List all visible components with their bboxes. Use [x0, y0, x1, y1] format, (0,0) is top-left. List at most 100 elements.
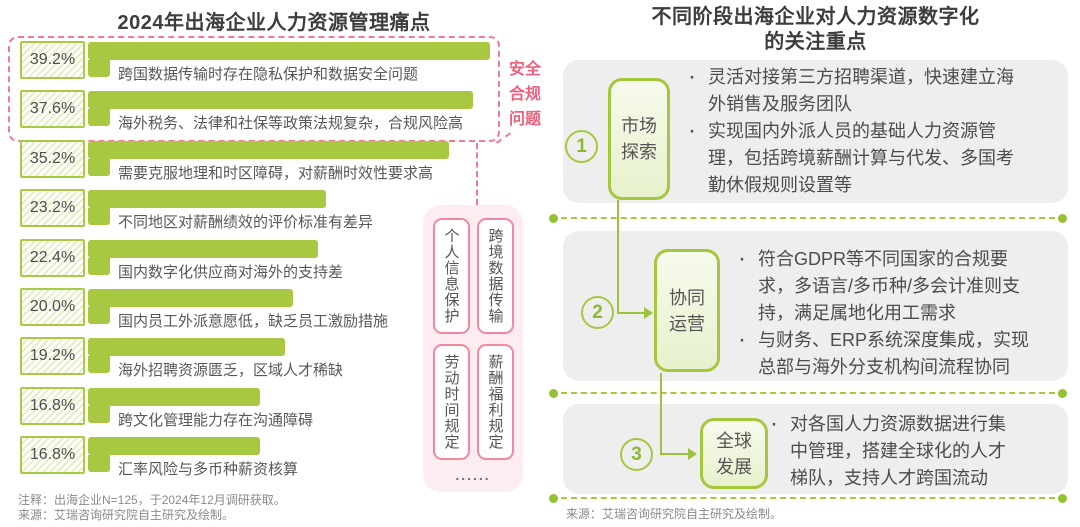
category-label: 国内员工外派意愿低，缺乏员工激励措施: [118, 312, 389, 330]
stage-1-bullets: 灵活对接第三方招聘渠道，快速建立海外销售及服务团队 实现国内外派人员的基础人力资…: [686, 63, 1020, 199]
bar-track: 海外招聘资源匮乏，区域人才稀缺: [88, 337, 343, 380]
compliance-highlight-label: 安全 合规 问题: [504, 57, 546, 132]
bullet-item: 灵活对接第三方招聘渠道，快速建立海外销售及服务团队: [686, 63, 1020, 118]
stage-1-number-badge: 1: [565, 130, 598, 163]
compliance-topic: 薪酬福利规定: [476, 344, 514, 460]
category-label: 需要克服地理和时区障碍，对薪酬时效性要求高: [118, 164, 434, 182]
compliance-topic: 个人信息保护: [432, 218, 470, 334]
bullet-item: 对各国人力资源数据进行集中管理，搭建全球化的人才梯队，支持人才跨国流动: [768, 410, 1015, 492]
category-label: 海外招聘资源匮乏，区域人才稀缺: [118, 362, 344, 380]
stage-name-line: 发展: [716, 456, 752, 477]
separator-dot-icon: [1058, 388, 1067, 398]
bar-tab: [88, 405, 110, 423]
bar-track: 跨文化管理能力存在沟通障碍: [88, 387, 313, 430]
compliance-topics-panel: 个人信息保护 跨境数据传输 劳动时间规定 薪酬福利规定 ......: [423, 205, 523, 492]
bar: [88, 190, 326, 209]
bar-track: 国内数字化供应商对海外的支持差: [88, 239, 343, 282]
note-line: 注释：出海企业N=125，于2024年12月调研获取。: [18, 493, 286, 507]
separator-dot-icon: [549, 213, 558, 223]
bar: [88, 387, 260, 406]
bar: [88, 140, 449, 159]
compliance-ellipsis: ......: [455, 467, 491, 483]
bar-row: 23.2% 不同地区对薪酬绩效的评价标准有差异: [20, 189, 490, 238]
stage-name-line: 协同: [669, 287, 705, 308]
category-label: 跨文化管理能力存在沟通障碍: [118, 411, 314, 429]
bar-row: 22.4% 国内数字化供应商对海外的支持差: [20, 238, 490, 288]
left-footnotes: 注释：出海企业N=125，于2024年12月调研获取。 来源：艾瑞咨询研究院自主…: [18, 493, 286, 523]
value-label: 35.2%: [20, 139, 85, 178]
bar-tab: [88, 356, 110, 374]
bar-tab: [88, 306, 110, 324]
stage-3-name-box: 全球 发展: [700, 418, 768, 489]
bar-row: 20.0% 国内员工外派意愿低，缺乏员工激励措施: [20, 287, 490, 337]
category-label: 跨国数据传输时存在隐私保护和数据安全问题: [118, 66, 419, 83]
separator-dot-icon: [549, 388, 558, 398]
category-label: 汇率风险与多币种薪资核算: [118, 461, 299, 479]
bar-track: 汇率风险与多币种薪资核算: [88, 436, 298, 479]
right-diagram-title: 不同阶段出海企业对人力资源数字化 的关注重点: [563, 5, 1068, 55]
stage-3-bullets: 对各国人力资源数据进行集中管理，搭建全球化的人才梯队，支持人才跨国流动: [768, 410, 1015, 492]
bar: [88, 239, 318, 258]
category-label: 国内数字化供应商对海外的支持差: [118, 263, 344, 281]
bar-track: 不同地区对薪酬绩效的评价标准有差异: [88, 189, 373, 232]
bar-tab: [88, 109, 110, 127]
stage-2-number-badge: 2: [581, 296, 614, 329]
bar-tab: [88, 60, 110, 77]
bullet-item: 符合GDPR等不同国家的合规要求，多语言/多币种/多会计准则支持，满足属地化用工…: [736, 245, 1038, 327]
bar-tab: [88, 455, 110, 473]
stage-separator-dashed: [549, 493, 1067, 503]
stage-name-line: 全球: [716, 430, 752, 451]
bar-row: 19.2% 海外招聘资源匮乏，区域人才稀缺: [20, 337, 490, 386]
bar-track: 海外税务、法律和社保等政策法规复杂，合规风险高: [88, 90, 473, 133]
bar-tab: [88, 208, 110, 226]
bar-row: 39.2% 跨国数据传输时存在隐私保护和数据安全问题: [20, 41, 490, 90]
value-label: 19.2%: [20, 337, 85, 376]
compliance-label-line: 合规: [508, 86, 541, 103]
value-label: 39.2%: [20, 41, 85, 79]
stage-separator-dashed: [549, 388, 1067, 398]
bar-track: 国内员工外派意愿低，缺乏员工激励措施: [88, 288, 388, 331]
bar-tab: [88, 257, 110, 275]
value-label: 22.4%: [20, 238, 85, 277]
category-label: 不同地区对薪酬绩效的评价标准有差异: [118, 214, 374, 232]
stage-2-bullets: 符合GDPR等不同国家的合规要求，多语言/多币种/多会计准则支持，满足属地化用工…: [736, 245, 1038, 381]
category-label: 海外税务、法律和社保等政策法规复杂，合规风险高: [118, 115, 464, 133]
bar-row: 35.2% 需要克服地理和时区障碍，对薪酬时效性要求高: [20, 139, 490, 189]
bar: [88, 42, 490, 60]
separator-dot-icon: [1058, 213, 1067, 223]
compliance-label-line: 安全: [508, 61, 541, 78]
compliance-dashed-connector-vertical: [476, 143, 478, 205]
bar-track: 跨国数据传输时存在隐私保护和数据安全问题: [88, 41, 490, 84]
compliance-topic: 劳动时间规定: [432, 344, 470, 460]
source-line: 来源：艾瑞咨询研究院自主研究及绘制。: [18, 508, 235, 522]
bar-row: 16.8% 汇率风险与多币种薪资核算: [20, 436, 490, 485]
stage-3-number-badge: 3: [620, 438, 653, 471]
stage-name-line: 市场: [621, 116, 657, 136]
stage-name-line: 探索: [621, 142, 657, 162]
bar-tab: [88, 158, 110, 176]
bar: [88, 288, 293, 307]
bar: [88, 338, 285, 357]
bullet-item: 实现国内外派人员的基础人力资源管理，包括跨境薪酬计算与代发、多国考勤休假规则设置…: [686, 117, 1020, 199]
compliance-label-line: 问题: [508, 111, 541, 128]
stage-2-name-box: 协同 运营: [654, 249, 720, 372]
value-label: 23.2%: [20, 189, 85, 228]
stage-name-line: 运营: [669, 313, 705, 334]
value-label: 16.8%: [20, 436, 85, 475]
left-chart-title: 2024年出海企业人力资源管理痛点: [117, 12, 431, 34]
value-label: 37.6%: [20, 90, 85, 129]
separator-dot-icon: [549, 493, 558, 503]
bar-row: 16.8% 跨文化管理能力存在沟通障碍: [20, 386, 490, 436]
bar-track: 需要克服地理和时区障碍，对薪酬时效性要求高: [88, 140, 449, 183]
bar: [88, 437, 260, 456]
bullet-item: 与财务、ERP系统深度集成，实现总部与海外分支机构间流程协同: [736, 326, 1038, 381]
bar: [88, 91, 473, 110]
stage-1-name-box: 市场 探索: [608, 78, 670, 200]
stage-separator-dashed: [549, 213, 1067, 223]
right-title-line: 的关注重点: [764, 31, 867, 53]
right-title-line: 不同阶段出海企业对人力资源数字化: [651, 6, 980, 28]
right-source-line: 来源：艾瑞咨询研究院自主研究及绘制。: [566, 507, 783, 521]
bar-row: 37.6% 海外税务、法律和社保等政策法规复杂，合规风险高: [20, 90, 490, 139]
value-label: 16.8%: [20, 386, 85, 425]
